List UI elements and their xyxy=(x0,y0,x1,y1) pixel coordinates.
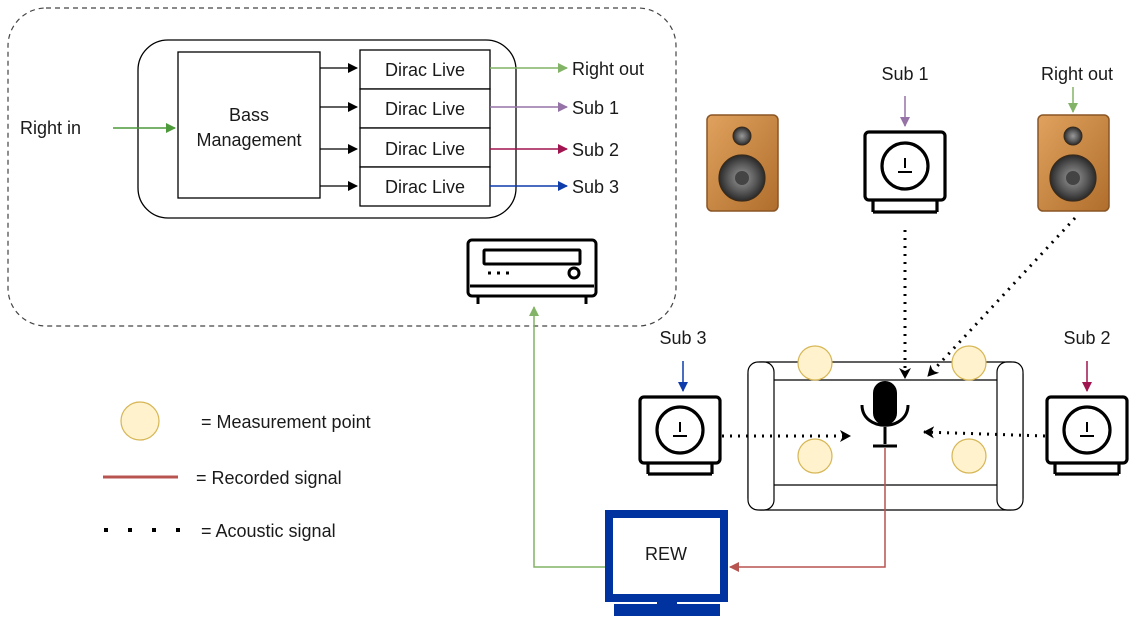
sub1-subwoofer-icon xyxy=(863,130,947,214)
rew-to-receiver-line xyxy=(529,306,609,568)
right-speaker-icon xyxy=(1037,114,1110,212)
sub1-label: Sub 1 xyxy=(881,64,928,84)
legend-acoustic-label: = Acoustic signal xyxy=(201,521,336,541)
sub2-subwoofer-icon xyxy=(1045,395,1129,476)
dirac-block-4 xyxy=(359,166,491,207)
microphone-icon xyxy=(860,381,910,448)
dirac-label-4: Dirac Live xyxy=(385,177,465,197)
rew-monitor-icon xyxy=(605,510,728,616)
bass-management-label-1: Bass xyxy=(229,105,269,125)
bass-management-label-2: Management xyxy=(196,130,301,150)
out-label-sub1: Sub 1 xyxy=(572,98,619,118)
legend-recorded-label: = Recorded signal xyxy=(196,468,342,488)
dirac-label-2: Dirac Live xyxy=(385,99,465,119)
measurement-point-3 xyxy=(797,438,833,474)
right-in-label: Right in xyxy=(20,118,81,138)
dirac-block-1 xyxy=(359,49,491,90)
dirac-label-3: Dirac Live xyxy=(385,139,465,159)
acoustic-line-right xyxy=(926,216,1077,378)
measurement-point-4 xyxy=(951,438,987,474)
rew-label: REW xyxy=(645,544,687,564)
bass-management-block xyxy=(177,51,321,199)
av-receiver-icon xyxy=(466,238,598,304)
recorded-signal-line xyxy=(729,448,886,572)
out-label-right: Right out xyxy=(572,59,644,79)
right-out-speaker-label: Right out xyxy=(1041,64,1113,84)
legend-measurement-label: = Measurement point xyxy=(201,412,371,432)
sub3-label: Sub 3 xyxy=(659,328,706,348)
out-label-sub2: Sub 2 xyxy=(572,140,619,160)
dirac-block-3 xyxy=(359,127,491,168)
measurement-point-2 xyxy=(951,345,987,381)
out-label-sub3: Sub 3 xyxy=(572,177,619,197)
legend-measurement-swatch xyxy=(120,401,160,441)
sub3-subwoofer-icon xyxy=(638,395,722,476)
dirac-label-1: Dirac Live xyxy=(385,60,465,80)
sub2-label: Sub 2 xyxy=(1063,328,1110,348)
left-speaker-icon xyxy=(706,114,779,212)
measurement-point-1 xyxy=(797,345,833,381)
dirac-block-2 xyxy=(359,88,491,129)
